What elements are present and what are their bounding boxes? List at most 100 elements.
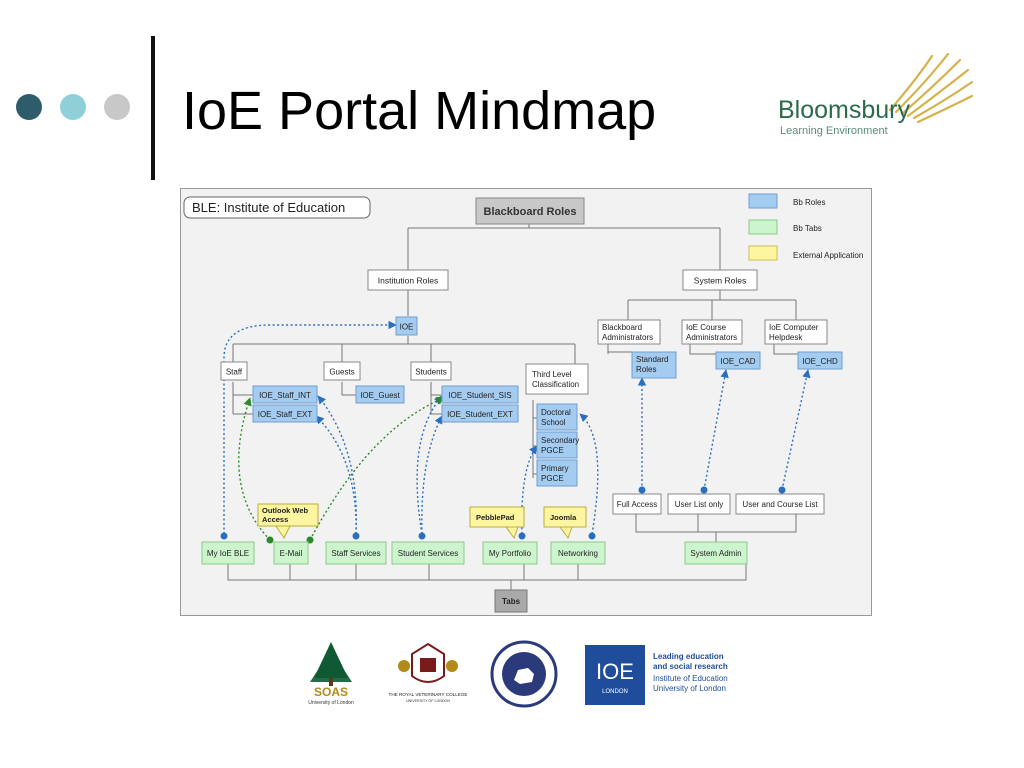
ioe-computer-helpdesk-node: IoE Computer Helpdesk [764, 319, 828, 345]
svg-text:Staff: Staff [226, 368, 243, 377]
svg-text:System Admin: System Admin [690, 549, 741, 558]
svg-text:Standard: Standard [636, 355, 668, 364]
svg-text:Guests: Guests [329, 368, 354, 377]
svg-text:Blackboard: Blackboard [602, 323, 642, 332]
royal-veterinary-college-logo: THE ROYAL VETERINARY COLLEGE UNIVERSITY … [389, 642, 468, 703]
bloomsbury-wordmark: Bloomsbury [778, 96, 910, 124]
ioe-staff-int-node: IOE_Staff_INT [252, 385, 318, 404]
svg-text:Outlook Web: Outlook Web [262, 506, 309, 515]
full-access-node: Full Access [612, 493, 662, 515]
tab-staff-services: Staff Services [325, 541, 387, 565]
svg-text:Students: Students [415, 368, 447, 377]
doctoral-school-node: Doctoral School [536, 403, 578, 431]
tab-student-services: Student Services [391, 541, 465, 565]
svg-text:Administrators: Administrators [686, 333, 737, 342]
svg-text:School: School [541, 418, 566, 427]
svg-text:Third Level: Third Level [532, 370, 572, 379]
svg-text:Tabs: Tabs [502, 597, 521, 606]
staff-node: Staff [220, 361, 248, 381]
svg-text:IOE: IOE [400, 323, 414, 332]
tab-my-ioe-ble: My IoE BLE [201, 541, 255, 565]
tab-e-mail: E-Mail [273, 541, 309, 565]
legend: Bb Roles Bb Tabs External Application [748, 193, 863, 261]
accent-dot-2 [60, 94, 86, 120]
svg-text:Institution Roles: Institution Roles [378, 276, 438, 286]
svg-text:Secondary: Secondary [541, 436, 579, 445]
legend-bb-tabs: Bb Tabs [793, 224, 822, 233]
panel-title-box: BLE: Institute of Education [183, 196, 371, 219]
svg-text:Networking: Networking [558, 549, 598, 558]
tabs-root-node: Tabs [494, 589, 528, 613]
system-roles-node: System Roles [682, 269, 758, 291]
ioe-student-ext-node: IOE_Student_EXT [441, 404, 519, 423]
ioe-line-1: Leading education [653, 652, 724, 661]
svg-text:My Portfolio: My Portfolio [489, 549, 532, 558]
outlook-web-access-callout: Outlook Web Access [257, 503, 319, 539]
svg-text:Staff Services: Staff Services [331, 549, 380, 558]
svg-text:User and Course List: User and Course List [742, 500, 818, 509]
svg-text:Joomla: Joomla [550, 513, 577, 522]
svg-text:Student Services: Student Services [398, 549, 458, 558]
svg-text:IOE_Guest: IOE_Guest [360, 391, 400, 400]
svg-text:Primary: Primary [541, 464, 569, 473]
blackboard-administrators-node: Blackboard Administrators [597, 319, 661, 345]
guests-node: Guests [323, 361, 361, 381]
primary-pgce-node: Primary PGCE [536, 459, 578, 487]
ioe-cad-node: IOE_CAD [715, 351, 761, 370]
ioe-node: IOE [395, 316, 418, 336]
rvc-wordmark: THE ROYAL VETERINARY COLLEGE [389, 692, 468, 697]
students-node: Students [410, 361, 452, 381]
bloomsbury-logo: Bloomsbury Learning Environment [778, 52, 974, 137]
tab-system-admin: System Admin [684, 541, 748, 565]
svg-text:IOE_CHD: IOE_CHD [802, 357, 838, 366]
root-node: Blackboard Roles [475, 197, 585, 225]
soas-logo: SOAS University of London [308, 642, 354, 706]
ioe-line-2: and social research [653, 662, 728, 671]
ioe-mark: IOE [596, 659, 634, 684]
standard-roles-node: Standard Roles [631, 351, 677, 379]
mindmap-diagram: BLE: Institute of Education Blackboard R… [180, 188, 872, 616]
svg-text:Blackboard Roles: Blackboard Roles [484, 206, 577, 218]
svg-text:Administrators: Administrators [602, 333, 653, 342]
user-and-course-list-node: User and Course List [735, 493, 825, 515]
soas-subtitle: University of London [308, 700, 354, 706]
accent-dot-3 [104, 94, 130, 120]
svg-text:IoE Course: IoE Course [686, 323, 727, 332]
bloomsbury-tagline: Learning Environment [780, 125, 888, 137]
svg-text:IOE_Student_SIS: IOE_Student_SIS [448, 391, 511, 400]
svg-text:Full Access: Full Access [617, 500, 657, 509]
ioe-line-3: Institute of Education [653, 674, 728, 683]
ioe-mark-sub: LONDON [602, 689, 628, 695]
ioe-line-4: University of London [653, 684, 726, 693]
soas-wordmark: SOAS [314, 685, 348, 699]
svg-text:User List only: User List only [675, 500, 723, 509]
svg-text:IoE Computer: IoE Computer [769, 323, 819, 332]
ioe-student-sis-node: IOE_Student_SIS [441, 385, 519, 404]
secondary-pgce-node: Secondary PGCE [536, 431, 579, 459]
slide-title: IoE Portal Mindmap [182, 81, 657, 141]
svg-text:Access: Access [262, 515, 288, 524]
rvc-subtitle: UNIVERSITY OF LONDON [406, 699, 450, 703]
svg-text:IOE_CAD: IOE_CAD [720, 357, 755, 366]
ioe-logo: IOE LONDON Leading education and social … [585, 645, 728, 705]
title-divider [151, 36, 155, 180]
joomla-callout: Joomla [543, 506, 587, 540]
svg-text:PebblePad: PebblePad [476, 513, 515, 522]
svg-text:IOE_Staff_INT: IOE_Staff_INT [259, 391, 311, 400]
svg-text:IOE_Student_EXT: IOE_Student_EXT [447, 410, 513, 419]
svg-text:Classification: Classification [532, 380, 579, 389]
svg-text:System Roles: System Roles [694, 276, 746, 286]
svg-text:PGCE: PGCE [541, 474, 564, 483]
tab-networking: Networking [550, 541, 606, 565]
panel-title: BLE: Institute of Education [192, 200, 345, 215]
ioe-course-administrators-node: IoE Course Administrators [681, 319, 743, 345]
svg-text:Doctoral: Doctoral [541, 408, 571, 417]
legend-external-application: External Application [793, 251, 863, 260]
svg-text:My IoE BLE: My IoE BLE [207, 549, 249, 558]
pebblepad-callout: PebblePad [469, 506, 525, 540]
legend-bb-roles: Bb Roles [793, 198, 825, 207]
svg-text:E-Mail: E-Mail [280, 549, 303, 558]
svg-text:Helpdesk: Helpdesk [769, 333, 803, 342]
svg-text:IOE_Staff_EXT: IOE_Staff_EXT [258, 410, 313, 419]
ioe-staff-ext-node: IOE_Staff_EXT [252, 404, 318, 423]
